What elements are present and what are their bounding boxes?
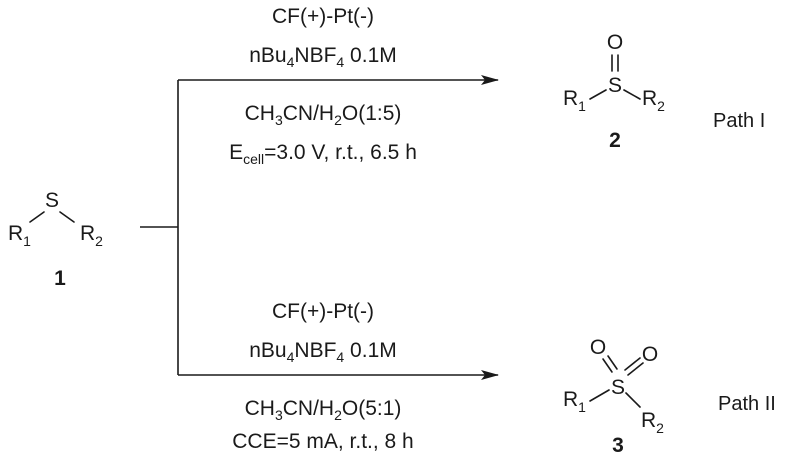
product-3-sulfone: O O S R1 R2 3 — [563, 336, 664, 457]
sulfur-atom: S — [45, 189, 59, 212]
path-2-solvent: CH3CN/H2O(5:1) — [245, 397, 402, 423]
r2-group: R2 — [80, 222, 103, 249]
path-1-electrodes: CF(+)-Pt(-) — [272, 5, 374, 28]
compound-number-3: 3 — [612, 434, 624, 457]
path-1-conditions: CF(+)-Pt(-) nBu4NBF4 0.1M CH3CN/H2O(1:5)… — [229, 5, 417, 167]
bond-r1-s — [589, 89, 607, 100]
double-bond-1b — [607, 355, 618, 370]
double-bond-2b — [627, 362, 644, 376]
bond-s-r2 — [623, 89, 641, 100]
sulfur-atom: S — [608, 74, 622, 97]
path-2-electrolyte: nBu4NBF4 0.1M — [249, 339, 397, 365]
oxygen-atom: O — [607, 31, 623, 54]
r1-group: R1 — [563, 388, 586, 415]
double-bond-2a — [624, 357, 641, 371]
oxygen-atom-1: O — [590, 336, 606, 359]
double-bond-1a — [602, 358, 613, 373]
r2-group: R2 — [641, 409, 664, 436]
path-1-electrolyte: nBu4NBF4 0.1M — [249, 44, 397, 70]
sulfur-atom: S — [611, 376, 625, 399]
path-1-solvent: CH3CN/H2O(1:5) — [245, 102, 402, 128]
r1-group: R1 — [8, 222, 31, 249]
path-1-label: Path I — [713, 110, 765, 132]
path-2-electrodes: CF(+)-Pt(-) — [272, 300, 374, 323]
compound-number-2: 2 — [609, 129, 621, 152]
product-2-sulfoxide: O S R1 R2 2 — [563, 31, 665, 152]
r2-group: R2 — [642, 87, 665, 114]
starting-material: S R1 R2 1 — [8, 189, 103, 290]
path-2-label: Path II — [718, 393, 776, 415]
r1-group: R1 — [563, 87, 586, 114]
path-2-params: CCE=5 mA, r.t., 8 h — [232, 430, 413, 453]
oxygen-atom-2: O — [642, 343, 658, 366]
bond-r1-s — [29, 211, 45, 223]
path-2-conditions: CF(+)-Pt(-) nBu4NBF4 0.1M CH3CN/H2O(5:1)… — [232, 300, 413, 453]
compound-number-1: 1 — [54, 267, 66, 290]
path-1-params: Ecell=3.0 V, r.t., 6.5 h — [229, 141, 417, 167]
bond-r1-s — [589, 389, 610, 402]
bond-s-r2 — [59, 211, 75, 223]
bond-s-r2 — [625, 392, 641, 408]
